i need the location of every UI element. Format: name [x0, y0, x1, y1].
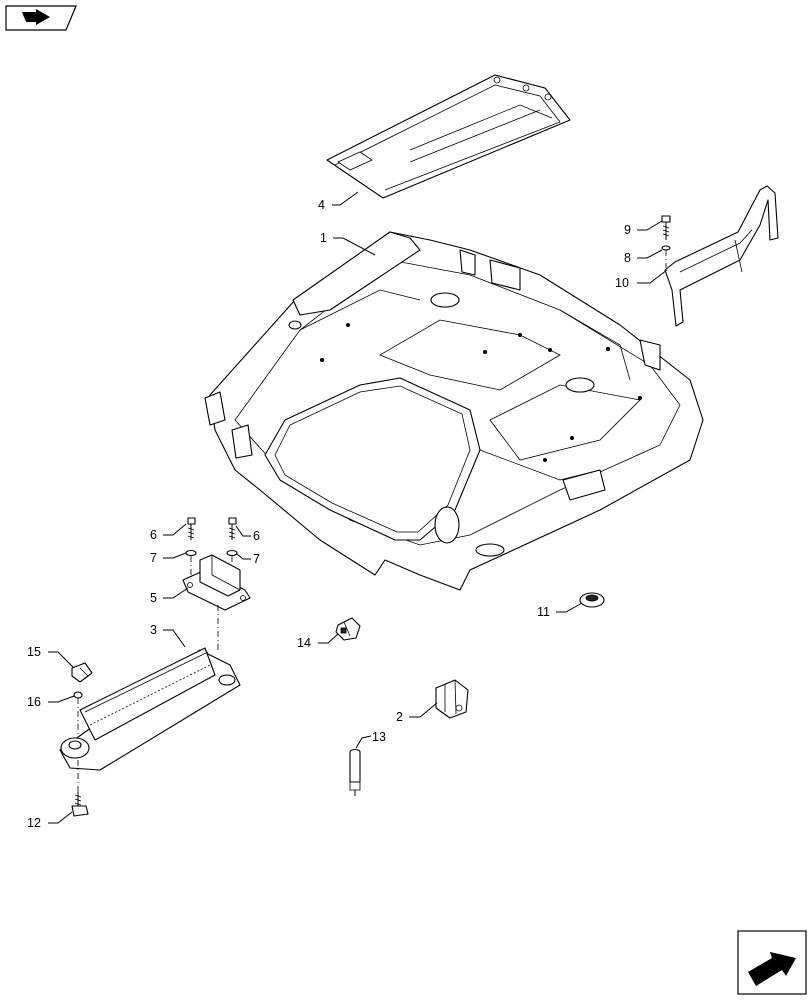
callout-14: 14 [297, 636, 311, 650]
callout-8: 8 [624, 251, 631, 265]
side-bracket [664, 185, 779, 327]
bolt-6-left [187, 517, 196, 540]
rubber-block-2 [435, 679, 469, 719]
clip-14 [335, 617, 361, 641]
next-page-arrow-icon[interactable] [737, 930, 807, 995]
callout-labels: 4 1 9 8 10 6 7 6 7 5 3 11 14 2 13 15 16 … [27, 198, 631, 830]
callout-7-left: 7 [150, 551, 157, 565]
callout-4: 4 [318, 198, 325, 212]
callout-12: 12 [27, 816, 41, 830]
bolt-9 [661, 215, 671, 240]
callout-15: 15 [27, 645, 41, 659]
tray-duct [59, 647, 241, 771]
callout-1: 1 [320, 231, 327, 245]
callout-3: 3 [150, 623, 157, 637]
callout-9: 9 [624, 223, 631, 237]
callout-7-right: 7 [253, 552, 260, 566]
callout-16: 16 [27, 695, 41, 709]
nut-16 [73, 691, 83, 735]
top-cover-panel [326, 74, 571, 199]
callout-11: 11 [537, 605, 550, 619]
standoff-13 [349, 748, 361, 796]
leader-lines [48, 191, 668, 824]
washer-8 [661, 245, 671, 268]
clip-15 [71, 662, 93, 683]
callout-6-right: 6 [253, 529, 260, 543]
bookmark-arrow-icon[interactable] [5, 5, 77, 31]
callout-13: 13 [372, 730, 386, 744]
callout-6-left: 6 [150, 528, 157, 542]
callout-10: 10 [615, 276, 629, 290]
roof-liner-main [204, 231, 704, 591]
mounting-block [182, 554, 251, 650]
grommet-11 [579, 592, 605, 608]
screw-12 [71, 760, 89, 817]
washer-7-right [226, 549, 238, 565]
bolt-6-right [228, 517, 237, 540]
callout-2: 2 [396, 710, 403, 724]
callout-5: 5 [150, 591, 157, 605]
